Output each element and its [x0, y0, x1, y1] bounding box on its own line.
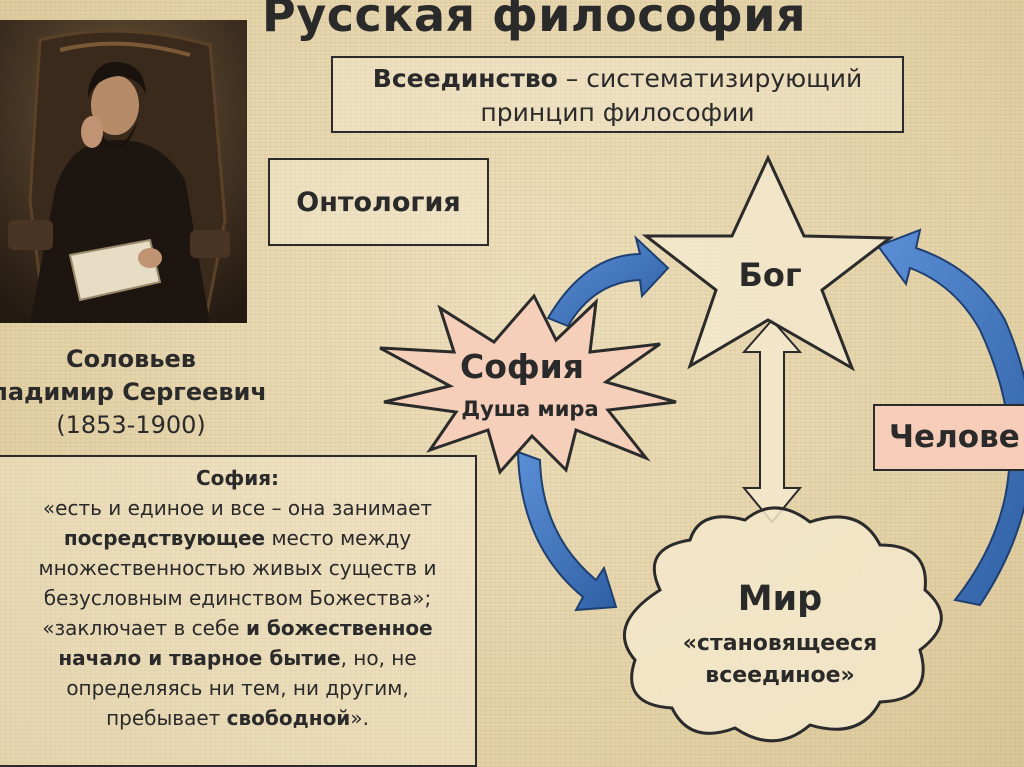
- man-label: Челове: [889, 419, 1020, 455]
- person-given-names: Владимир Сергеевич: [0, 378, 267, 406]
- quote-text: ».: [350, 706, 369, 730]
- world-sublabel-1: «становящееся: [683, 631, 878, 656]
- sophia-sublabel: Душа мира: [461, 397, 598, 421]
- man-box: Челове: [873, 404, 1024, 471]
- principle-line-2: принцип философии: [480, 98, 755, 127]
- quote-line: определяясь ни тем, ни другим,: [66, 676, 409, 700]
- principle-box: Всеединство – систематизирующий принцип …: [331, 56, 904, 133]
- person-name: Соловьев Владимир Сергеевич (1853-1900): [0, 343, 267, 442]
- quote-text: место между: [265, 526, 412, 550]
- world-label: Мир: [738, 579, 822, 619]
- arrow-sophia-to-god: [546, 234, 670, 328]
- quote-text: пребывает: [106, 706, 227, 730]
- portrait-image: [0, 20, 247, 323]
- portrait-illustration: [0, 20, 247, 323]
- quote-bold: начало и тварное бытие: [58, 646, 341, 670]
- ontology-box: Онтология: [268, 158, 489, 246]
- quote-line: пребывает свободной».: [8, 703, 467, 733]
- sophia-quote-box: София: «есть и единое и все – она занима…: [0, 455, 477, 767]
- quote-text: «заключает в себе: [42, 616, 246, 640]
- quote-bold: и божественное: [245, 616, 433, 640]
- arrow-sophia-to-world: [516, 450, 618, 612]
- quote-line: безусловным единством Божества»;: [43, 586, 432, 610]
- ontology-label: Онтология: [296, 186, 461, 218]
- sophia-starburst: [379, 293, 677, 476]
- principle-rest: – систематизирующий: [557, 64, 863, 93]
- world-cloud: [623, 506, 943, 743]
- quote-line: посредствующее место между: [8, 523, 467, 553]
- page-title: Русская философия: [262, 0, 806, 42]
- quote-line: множественностью живых существ и: [38, 556, 437, 580]
- god-label: Бог: [738, 256, 801, 294]
- sophia-label: София: [460, 347, 584, 386]
- god-star: [641, 154, 895, 372]
- person-years: (1853-1900): [56, 411, 206, 439]
- quote-text: , но, не: [340, 646, 417, 670]
- principle-term: Всеединство: [372, 64, 558, 93]
- quote-title: София:: [195, 466, 280, 490]
- principle-line-1: Всеединство – систематизирующий: [333, 62, 902, 96]
- quote-line: начало и тварное бытие, но, не: [8, 643, 467, 673]
- quote-bold: посредствующее: [63, 526, 266, 550]
- world-sublabel-2: всеединое»: [705, 663, 854, 688]
- quote-line: «заключает в себе и божественное: [8, 613, 467, 643]
- quote-bold: свободной: [226, 706, 351, 730]
- person-surname: Соловьев: [66, 345, 196, 373]
- double-arrow-god-world: [741, 318, 803, 524]
- quote-line: «есть и единое и все – она занимает: [42, 496, 433, 520]
